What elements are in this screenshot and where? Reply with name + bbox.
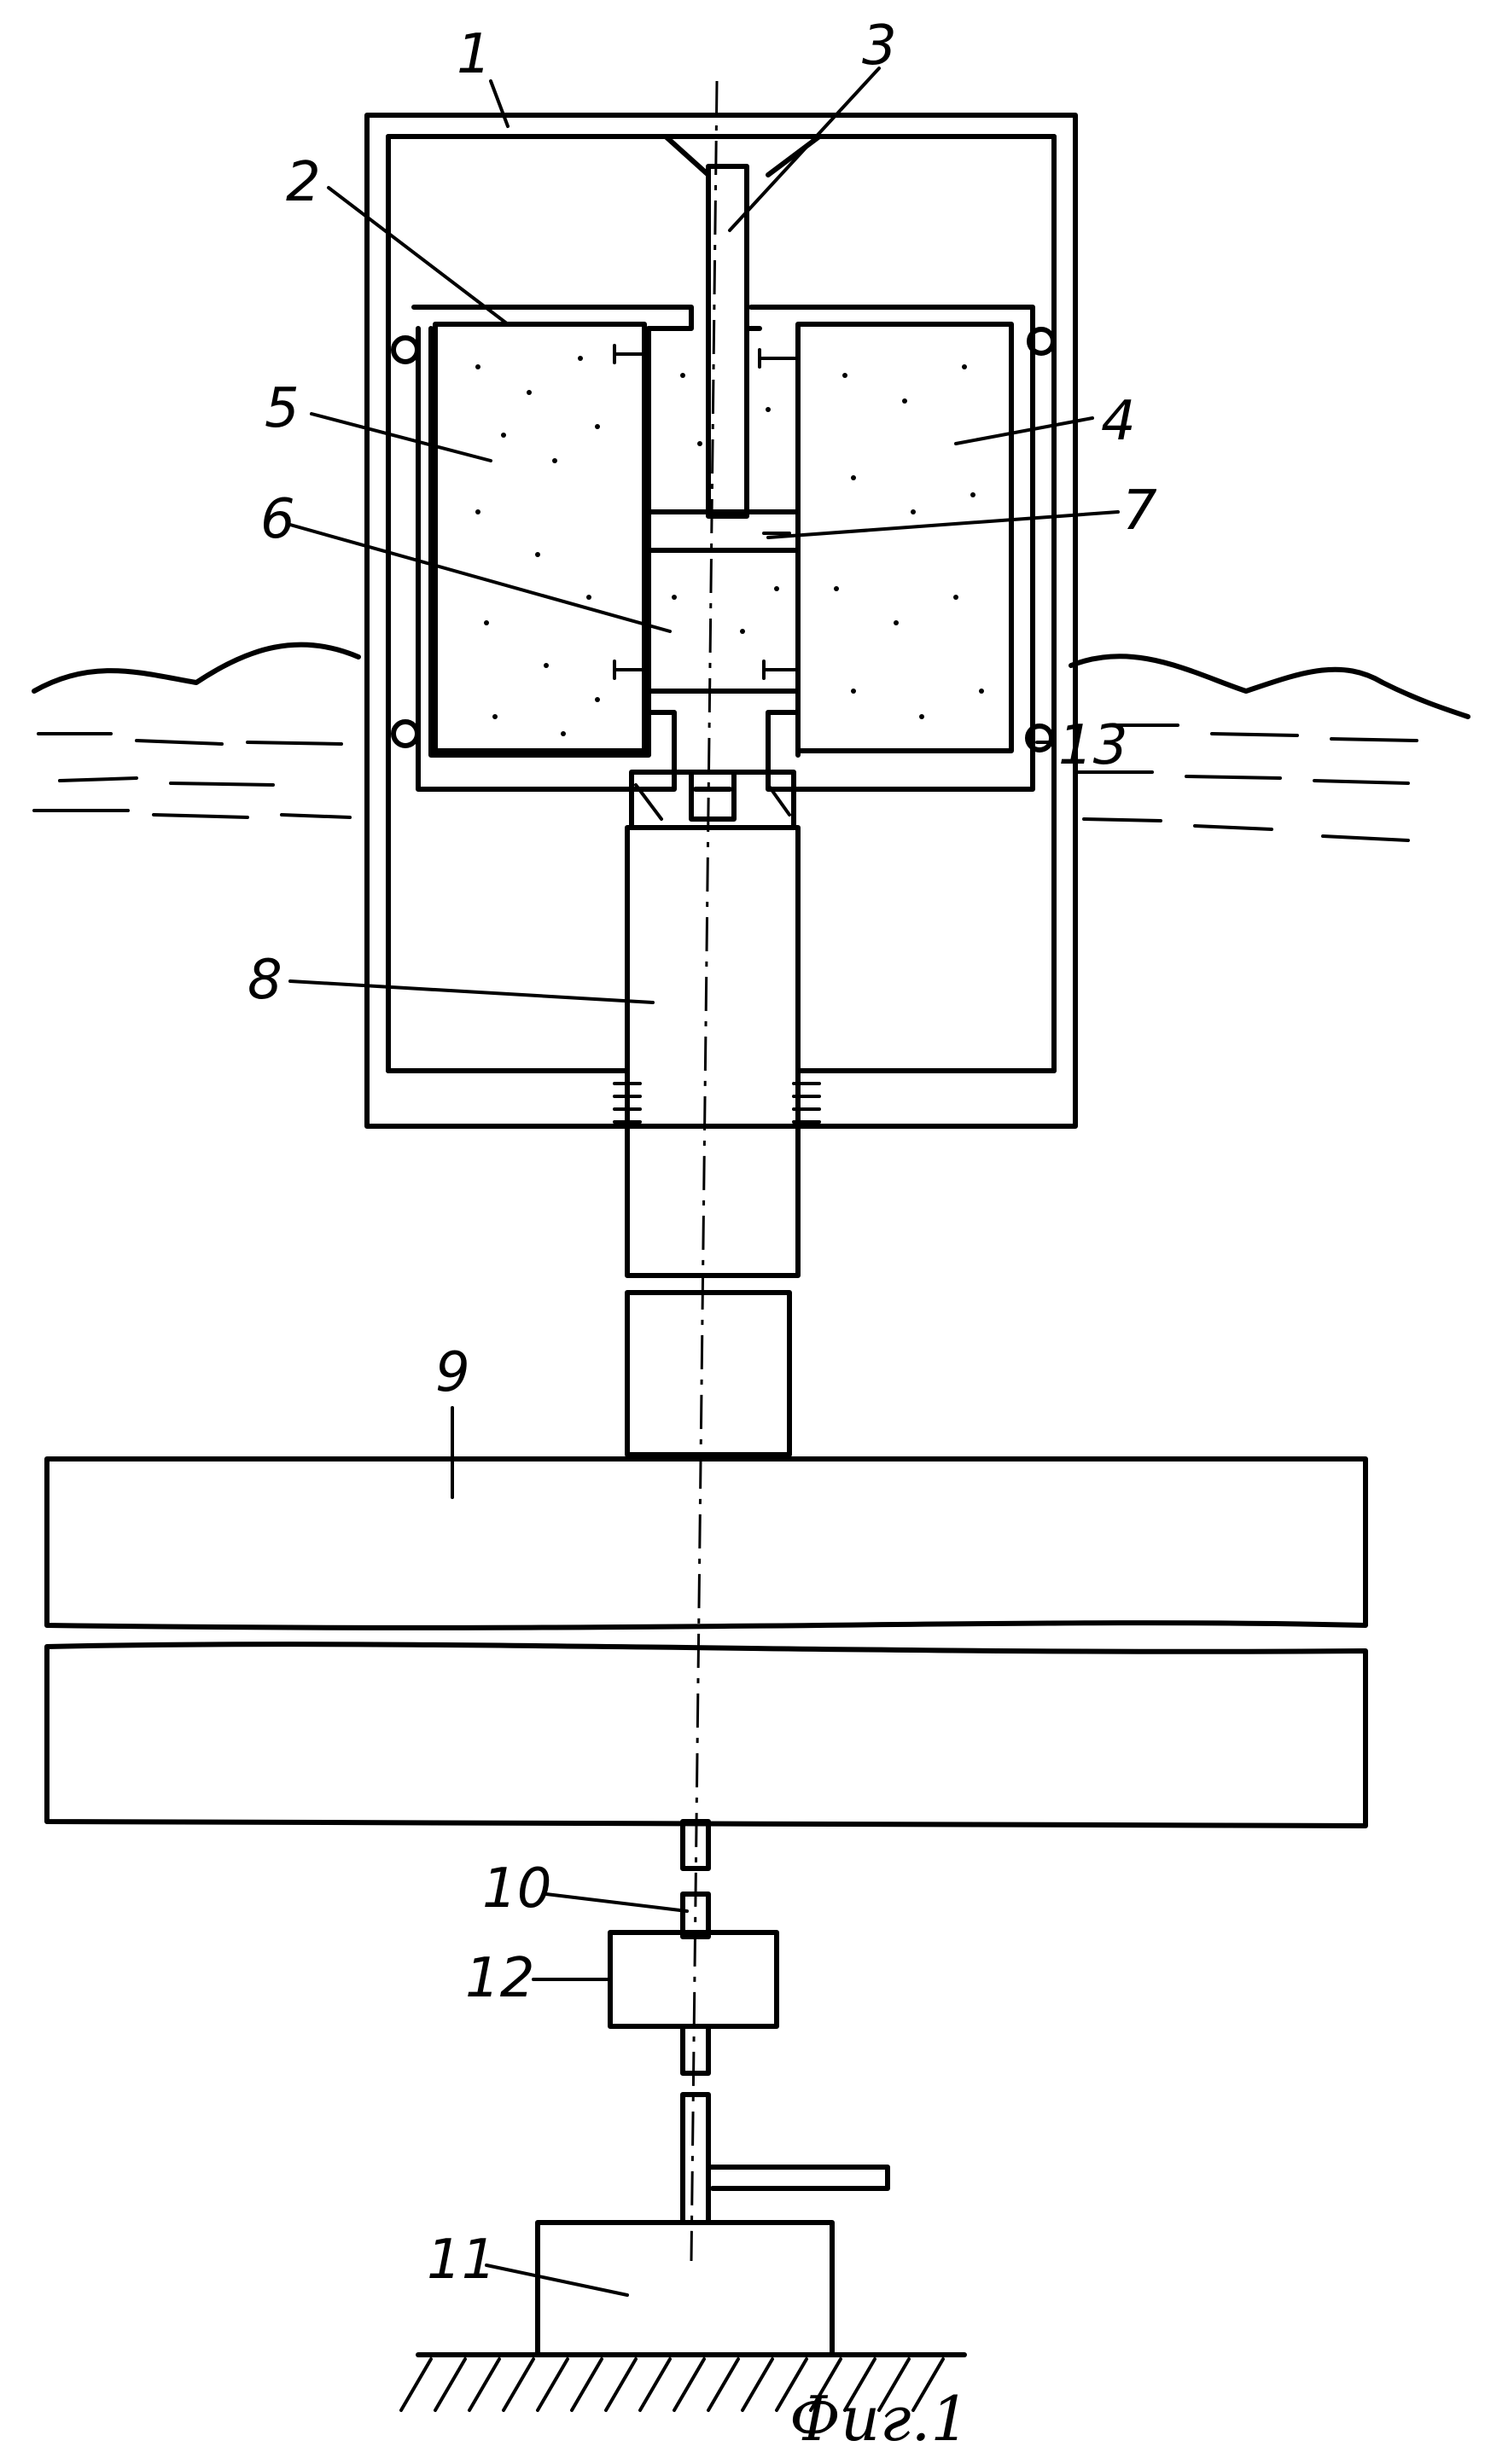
- column: [625, 825, 801, 1457]
- ground-block: [399, 2220, 967, 2412]
- label-4: 4: [1101, 390, 1136, 453]
- float-container: [391, 305, 1056, 792]
- water-right: [1069, 654, 1470, 842]
- water-left: [32, 642, 361, 819]
- figure-caption: Фиг.1: [789, 2383, 970, 2455]
- label-12: 12: [465, 1947, 534, 2010]
- leader-lines: [288, 67, 1120, 2297]
- label-9: 9: [435, 1341, 470, 1404]
- label-8: 8: [248, 949, 282, 1012]
- label-10: 10: [482, 1857, 551, 1921]
- reference-labels: 1 2 3 4 5 6 7 8 9 10 11 12 13: [248, 15, 1157, 2292]
- label-5: 5: [265, 377, 300, 440]
- label-7: 7: [1122, 479, 1157, 543]
- lower-shaft: [608, 1819, 890, 2225]
- label-3: 3: [862, 15, 897, 78]
- label-6: 6: [260, 488, 295, 551]
- label-2: 2: [286, 151, 321, 214]
- label-1: 1: [457, 23, 492, 86]
- sand-fill: [475, 356, 984, 736]
- label-11: 11: [427, 2229, 496, 2292]
- center-axis: [690, 80, 719, 2262]
- base-slab: [44, 1456, 1368, 1828]
- label-13: 13: [1058, 714, 1127, 777]
- outer-frame: [364, 113, 1078, 1129]
